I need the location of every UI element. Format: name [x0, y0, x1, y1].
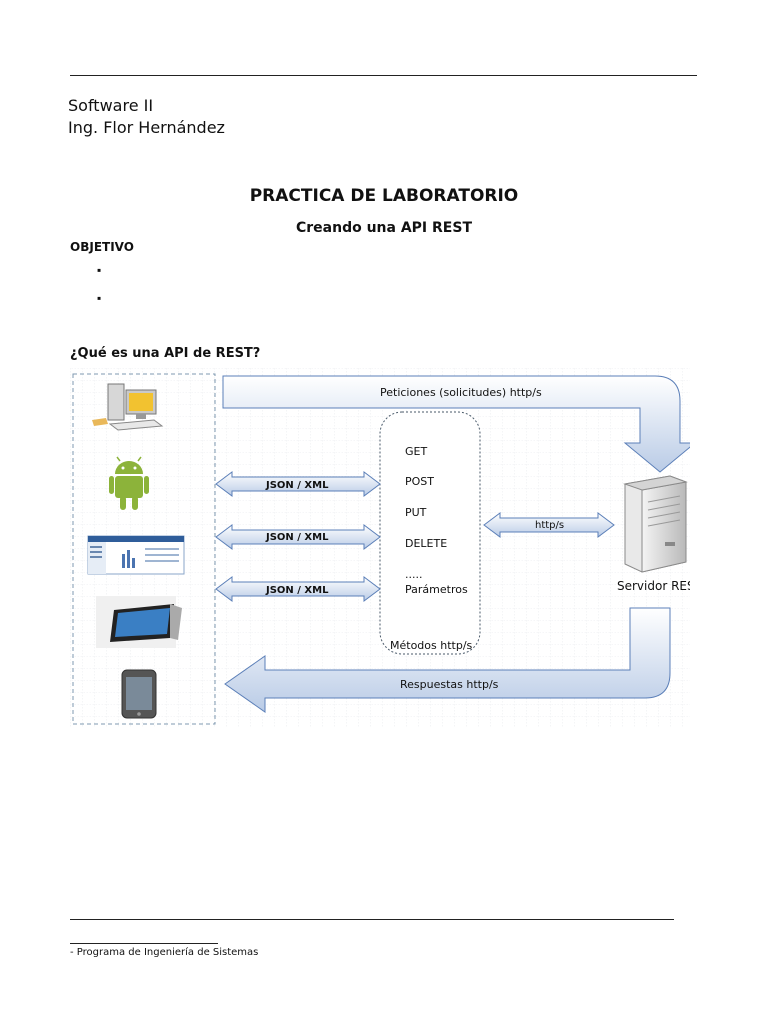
json-xml-label: JSON / XML [265, 532, 329, 543]
requests-arrow-label: Peticiones (solicitudes) http/s [380, 386, 542, 399]
section-heading: ¿Qué es una API de REST? [70, 346, 261, 361]
clients-box [72, 373, 216, 725]
json-xml-label: JSON / XML [265, 480, 329, 491]
json-xml-arrow: JSON / XML [215, 576, 381, 602]
footer-rule [70, 919, 674, 920]
tablet-icon [96, 596, 182, 648]
course-name: Software II [68, 96, 154, 115]
web-app-icon [87, 535, 185, 575]
json-xml-arrow: JSON / XML [215, 524, 381, 550]
method-post: POST [405, 475, 434, 488]
objective-bullet: ▪ [97, 263, 102, 277]
page-subtitle: Creando una API REST [295, 220, 472, 236]
responses-arrow [224, 607, 671, 713]
objective-heading: OBJETIVO [70, 240, 134, 254]
method-more: ..... [405, 568, 422, 581]
instructor-name: Ing. Flor Hernández [68, 118, 225, 137]
method-get: GET [405, 445, 427, 458]
android-icon [109, 456, 149, 510]
method-put: PUT [405, 506, 427, 519]
server-caption: Servidor REST [617, 579, 690, 593]
smartphone-icon [121, 669, 157, 719]
responses-arrow-label: Respuestas http/s [400, 678, 499, 691]
methods-box [379, 411, 481, 655]
server-link-arrow: http/s [483, 512, 615, 538]
footnote-separator [70, 943, 218, 944]
api-rest-diagram: Peticiones (solicitudes) http/s Respuest… [70, 368, 690, 728]
server-icon [623, 475, 688, 573]
method-delete: DELETE [405, 537, 447, 550]
requests-arrow [222, 375, 690, 473]
methods-caption: Métodos http/s [390, 639, 473, 652]
page-title: PRACTICA DE LABORATORIO [249, 186, 519, 206]
server-link-label: http/s [535, 520, 564, 531]
header-rule [70, 75, 697, 76]
footnote: - Programa de Ingeniería de Sistemas [70, 947, 259, 958]
method-params: Parámetros [405, 583, 468, 596]
objective-bullet: ▪ [97, 291, 102, 305]
desktop-computer-icon [92, 383, 164, 431]
json-xml-arrow: JSON / XML [215, 471, 381, 497]
json-xml-label: JSON / XML [265, 585, 329, 596]
